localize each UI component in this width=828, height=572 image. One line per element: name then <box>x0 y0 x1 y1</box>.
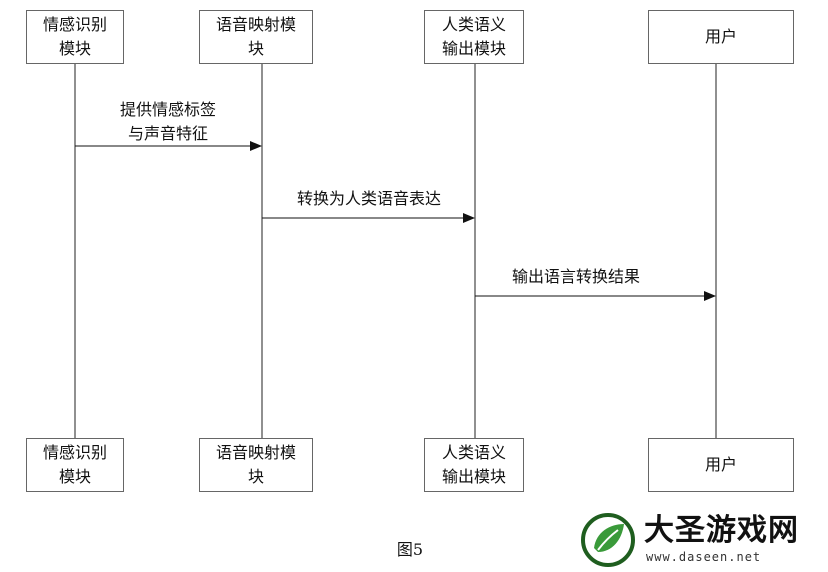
watermark-logo: 大圣游戏网 www.daseen.net <box>580 512 824 568</box>
participant-user-bottom: 用户 <box>648 438 794 492</box>
message-text: 提供情感标签 <box>119 100 216 119</box>
participant-label: 块 <box>247 39 264 58</box>
participant-mapping-bottom: 语音映射模块 <box>199 438 313 492</box>
participant-label: 模块 <box>58 467 91 486</box>
participant-label: 人类语义 <box>441 443 506 462</box>
participant-label: 模块 <box>58 39 91 58</box>
participant-label: 情感识别 <box>42 15 107 34</box>
message-label-3: 输出语言转换结果 <box>476 265 676 289</box>
message-label-1: 提供情感标签 与声音特征 <box>88 98 248 146</box>
participant-label: 输出模块 <box>441 467 506 486</box>
participant-label: 情感识别 <box>42 443 107 462</box>
participant-label: 语音映射模 <box>215 443 296 462</box>
watermark-url: www.daseen.net <box>646 550 762 564</box>
participant-emotion-top: 情感识别模块 <box>26 10 124 64</box>
participant-user-top: 用户 <box>648 10 794 64</box>
participant-label: 用户 <box>704 455 737 474</box>
watermark-title: 大圣游戏网 <box>644 513 799 548</box>
participant-output-top: 人类语义输出模块 <box>424 10 524 64</box>
participant-label: 块 <box>247 467 264 486</box>
figure-caption: 图5 <box>396 540 424 559</box>
participant-emotion-bottom: 情感识别模块 <box>26 438 124 492</box>
message-text: 转换为人类语音表达 <box>296 189 441 208</box>
message-text: 与声音特征 <box>127 124 208 143</box>
participant-label: 用户 <box>704 27 737 46</box>
participant-label: 输出模块 <box>441 39 506 58</box>
participant-label: 语音映射模 <box>215 15 296 34</box>
participant-mapping-top: 语音映射模块 <box>199 10 313 64</box>
participant-label: 人类语义 <box>441 15 506 34</box>
participant-output-bottom: 人类语义输出模块 <box>424 438 524 492</box>
message-label-2: 转换为人类语音表达 <box>262 187 476 211</box>
message-text: 输出语言转换结果 <box>511 267 640 286</box>
leaf-logo-icon <box>581 513 635 567</box>
